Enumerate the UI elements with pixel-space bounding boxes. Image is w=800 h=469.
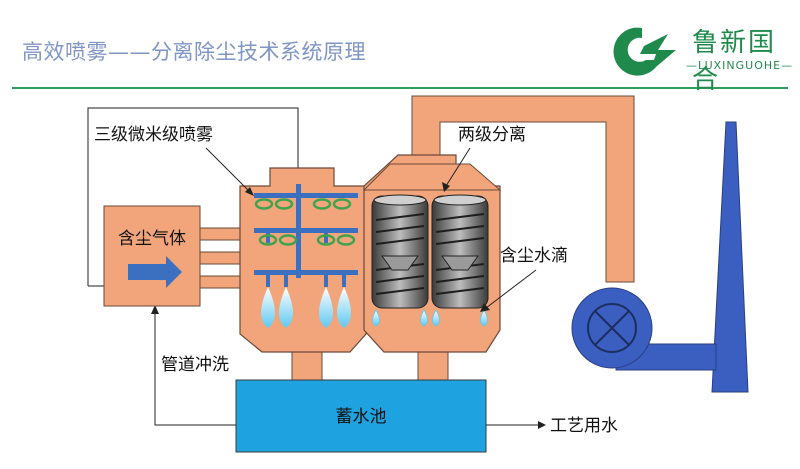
nozzle-level-1 [254, 193, 358, 210]
spray-callout-arrow [245, 187, 254, 196]
reservoir-label: 蓄水池 [336, 407, 387, 427]
spray-plumes [261, 287, 351, 328]
slide-title: 高效喷雾——分离除尘技术系统原理 [22, 40, 366, 64]
exhaust-duct [411, 95, 635, 283]
tower-support-right [417, 351, 449, 383]
gas-flow-arrow-icon [128, 256, 182, 288]
separation-label: 两级分离 [458, 125, 526, 145]
reservoir-tank [235, 379, 487, 453]
process-water-label: 工艺用水 [550, 416, 618, 436]
separation-callout-arrow [442, 182, 450, 192]
process-water-arrow [538, 421, 546, 429]
dusty-gas-label: 含尘气体 [118, 229, 186, 249]
dusty-gas-inlet [103, 205, 201, 307]
tower-support-left [291, 351, 323, 383]
title-divider [12, 87, 788, 89]
spray-label: 三级微米级喷雾 [94, 125, 213, 145]
fan-icon [571, 287, 717, 371]
chimney-stack [711, 121, 749, 393]
brand-name-english: —LUXINGUOHE— [686, 59, 794, 72]
cyclone-separator-left [371, 194, 429, 309]
nozzle-level-3 [254, 270, 358, 287]
separation-hood [362, 163, 502, 191]
spray-water-line [87, 107, 299, 286]
droplets-callout-arrow [480, 303, 490, 312]
water-droplets [372, 309, 488, 327]
company-logo [613, 27, 676, 76]
spray-callout-line [205, 147, 251, 193]
droplets-label: 含尘水滴 [500, 246, 568, 266]
brand-name-chinese: 鲁新国合 [692, 28, 777, 95]
separation-callout-line [445, 147, 471, 187]
nozzle-level-2 [254, 228, 358, 246]
pipe-flush-arrow [151, 305, 159, 314]
pipe-flush-label: 管道冲洗 [161, 355, 229, 375]
cyclone-separator-right [431, 194, 489, 309]
logo-mark-icon [613, 27, 676, 76]
droplets-callout-line [485, 269, 537, 309]
pipe-flush-line [154, 312, 236, 426]
